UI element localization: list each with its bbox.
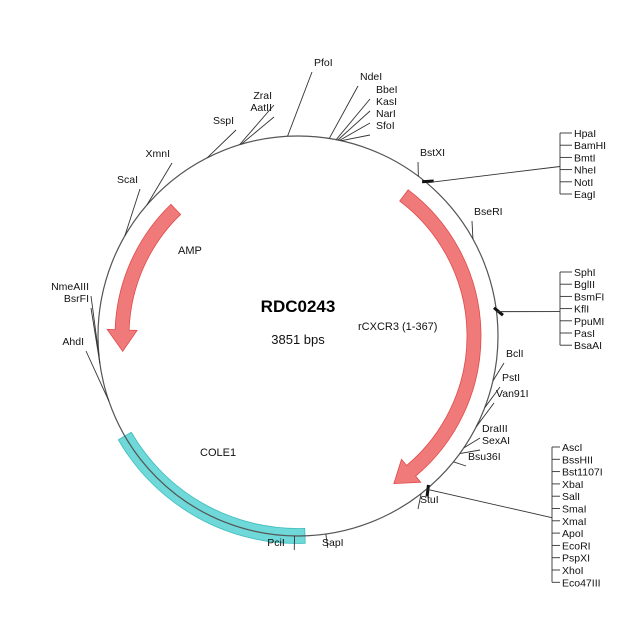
site-label-bsaai: BsaAI — [574, 340, 602, 352]
tick-layer — [85, 71, 572, 583]
site-label-draiii: DraIII — [482, 423, 508, 435]
site-label-kasi: KasI — [376, 96, 397, 108]
site-tick-sexai — [459, 449, 481, 455]
site-label-zrai: ZraI — [253, 90, 272, 102]
site-label-bsu36i: Bsu36I — [468, 451, 501, 463]
site-label-ndei: NdeI — [360, 71, 382, 83]
site-label-noti: NotI — [574, 177, 593, 189]
site-label-xhoi: XhoI — [562, 565, 584, 577]
site-tick-scai — [124, 188, 141, 237]
plasmid-size: 3851 bps — [271, 332, 325, 347]
site-tick-draiii — [463, 437, 481, 449]
site-label-nmeaiii: NmeAIII — [51, 281, 89, 293]
site-tick-ndei — [328, 85, 359, 139]
site-label-sexai: SexAI — [482, 435, 510, 447]
site-label-sphi: SphI — [574, 267, 596, 279]
site-tick-pfoi — [287, 71, 313, 137]
site-label-van91i: Van91I — [496, 388, 529, 400]
site-label-nhei: NheI — [574, 165, 596, 177]
site-label-smai: SmaI — [562, 504, 587, 516]
site-label-hpai: HpaI — [574, 128, 596, 140]
site-tick-stui — [417, 493, 422, 510]
site-label-sfoi: SfoI — [376, 120, 395, 132]
site-tick-zrai — [239, 104, 275, 146]
site-tick-xmni — [146, 162, 173, 206]
site-label-pfoi: PfoI — [314, 57, 333, 69]
site-label-nari: NarI — [376, 108, 396, 120]
site-label-ahdi: AhdI — [62, 336, 84, 348]
site-tick-nari — [339, 122, 371, 141]
site-label-bsrfi: BsrFI — [64, 293, 89, 305]
label-layer: AMP rCXCR3 (1-367) COLE1 PfoI NdeIBbeIKasINa… — [51, 57, 606, 589]
site-tick-nmeaiii — [90, 295, 100, 357]
feature-arrow-amp — [106, 203, 182, 353]
site-tick-aatii — [240, 116, 275, 145]
feature-label-amp: AMP — [178, 245, 202, 257]
feature-layer — [106, 189, 482, 544]
cluster-leader-3 — [426, 488, 553, 519]
site-label-stui: StuI — [420, 494, 439, 506]
site-label-sapi: SapI — [322, 537, 344, 549]
site-label-eagi: EagI — [574, 189, 596, 201]
site-tick-psti — [484, 386, 501, 408]
feature-arrow-rcxcr3-1-367 — [393, 189, 482, 485]
feature-label-cole1: COLE1 — [200, 447, 236, 459]
site-label-aatii: AatII — [250, 102, 272, 114]
site-label-asci: AscI — [562, 442, 582, 454]
site-label-pasi: PasI — [574, 328, 595, 340]
site-tick-sfoi — [341, 134, 371, 142]
site-tick-sapi — [325, 533, 329, 548]
site-label-bseri: BseRI — [474, 206, 503, 218]
cluster-marker-3 — [425, 484, 430, 497]
site-label-sspi: SspI — [213, 115, 234, 127]
plasmid-name: RDC0243 — [261, 297, 336, 316]
site-tick-bbei — [335, 98, 371, 140]
site-label-bsmfi: BsmFI — [574, 291, 604, 303]
site-label-kfli: KflI — [574, 304, 589, 316]
site-tick-bsu36i — [453, 461, 467, 467]
cluster-leader-1 — [426, 166, 561, 184]
site-label-sali: SalI — [562, 491, 580, 503]
site-label-bsshii: BssHII — [562, 454, 593, 466]
site-label-xbai: XbaI — [562, 479, 584, 491]
cluster-marker-1 — [421, 179, 434, 184]
feature-block-cole1 — [117, 431, 306, 544]
site-label-pspxi: PspXI — [562, 553, 590, 565]
site-tick-ahdi — [85, 350, 110, 402]
site-tick-sspi — [206, 129, 237, 159]
site-tick-van91i — [475, 402, 495, 428]
site-label-eco47iii: Eco47III — [562, 577, 601, 589]
site-label-bstxi: BstXI — [420, 147, 445, 159]
site-label-bcli: BclI — [506, 348, 524, 360]
site-label-apoi: ApoI — [562, 528, 584, 540]
site-label-bmti: BmtI — [574, 152, 596, 164]
site-label-psti: PstI — [502, 372, 520, 384]
site-tick-bsrfi — [90, 307, 101, 364]
site-label-bbei: BbeI — [376, 84, 398, 96]
site-label-scai: ScaI — [117, 174, 138, 186]
site-label-xmni: XmnI — [145, 148, 170, 160]
site-tick-kasi — [337, 110, 371, 141]
site-label-ecori: EcoRI — [562, 540, 591, 552]
site-label-pcii: PciI — [267, 537, 285, 549]
backbone-circle — [97, 135, 499, 537]
site-tick-bseri — [471, 220, 474, 240]
site-label-bamhi: BamHI — [574, 140, 606, 152]
site-label-xmai: XmaI — [562, 516, 587, 528]
site-label-bglii: BglII — [574, 279, 595, 291]
site-label-bst1107i: Bst1107I — [562, 467, 603, 479]
site-tick-bcli — [492, 362, 505, 382]
feature-label-rcxcr3-1-367: rCXCR3 (1-367) — [358, 321, 437, 333]
site-label-ppumi: PpuMI — [574, 316, 604, 328]
